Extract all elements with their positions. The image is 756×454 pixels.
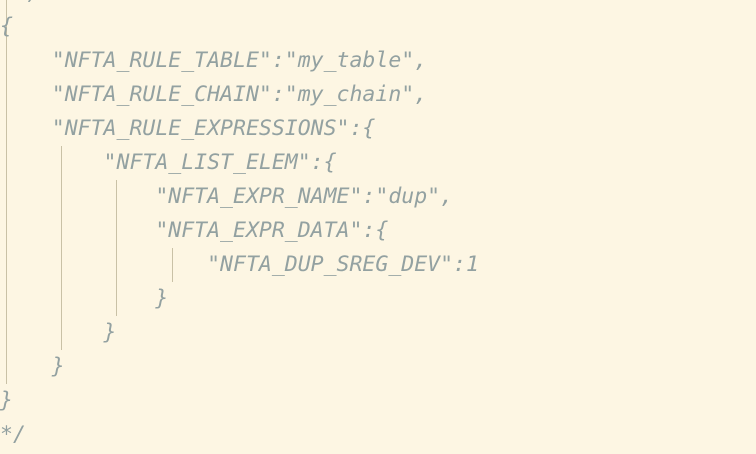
code-line-text: "NFTA_RULE_TABLE":"my_table", bbox=[0, 48, 428, 73]
code-line: "NFTA_DUP_SREG_DEV":1 bbox=[0, 248, 479, 282]
code-line: } bbox=[0, 384, 13, 418]
code-line-text: "NFTA_LIST_ELEM":{ bbox=[0, 150, 337, 175]
code-line: */ bbox=[0, 418, 26, 452]
code-line: "NFTA_RULE_EXPRESSIONS":{ bbox=[0, 112, 376, 146]
code-line-text: } bbox=[0, 354, 65, 379]
indent-guide bbox=[6, 0, 7, 384]
code-line: , bbox=[0, 0, 39, 10]
code-line: { bbox=[0, 10, 13, 44]
code-line-text: "NFTA_RULE_EXPRESSIONS":{ bbox=[0, 116, 376, 141]
code-line-text: } bbox=[0, 388, 13, 413]
code-line-text: "NFTA_RULE_CHAIN":"my_chain", bbox=[0, 82, 428, 107]
code-line: "NFTA_EXPR_DATA":{ bbox=[0, 214, 388, 248]
code-line: "NFTA_LIST_ELEM":{ bbox=[0, 146, 337, 180]
indent-guide bbox=[172, 248, 173, 282]
code-line-text: } bbox=[0, 320, 117, 345]
code-line-text: "NFTA_DUP_SREG_DEV":1 bbox=[0, 252, 479, 277]
indent-guide bbox=[61, 146, 62, 350]
code-line: } bbox=[0, 316, 117, 350]
code-line-text: } bbox=[0, 286, 169, 311]
code-line-text: "NFTA_EXPR_NAME":"dup", bbox=[0, 184, 454, 209]
code-line-text: { bbox=[0, 14, 13, 39]
code-line: "NFTA_RULE_CHAIN":"my_chain", bbox=[0, 78, 427, 112]
code-line-text: "NFTA_EXPR_DATA":{ bbox=[0, 218, 389, 243]
code-line-text: , bbox=[0, 0, 39, 5]
code-line: } bbox=[0, 282, 168, 316]
code-line: "NFTA_RULE_TABLE":"my_table", bbox=[0, 44, 427, 78]
code-line: } bbox=[0, 350, 65, 384]
code-line: "NFTA_EXPR_NAME":"dup", bbox=[0, 180, 453, 214]
code-line-text: */ bbox=[0, 422, 26, 447]
indent-guide bbox=[116, 180, 117, 316]
